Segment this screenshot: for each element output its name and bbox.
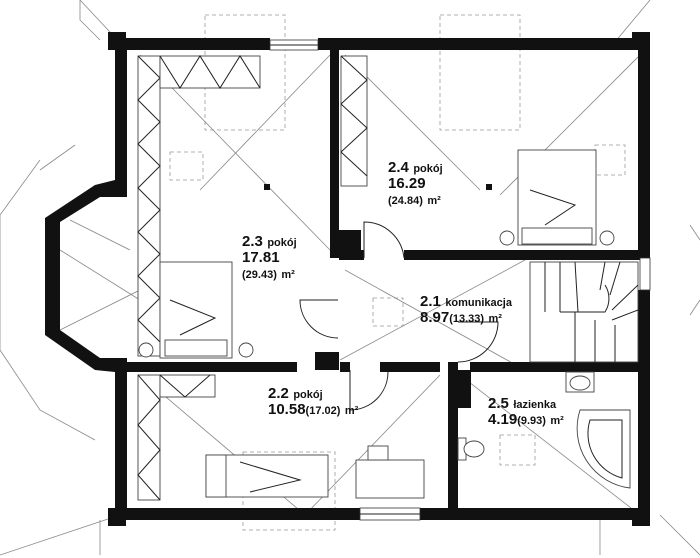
room-area: 8.97 xyxy=(420,309,450,326)
room-label-2-4: 2.4 pokój 16.29 (24.84) m² xyxy=(388,160,443,208)
walls xyxy=(45,32,650,526)
room-id: 2.2 xyxy=(268,385,289,402)
desk xyxy=(355,445,425,499)
doors xyxy=(299,221,499,411)
room-name: pokój xyxy=(293,389,323,401)
room-id: 2.4 xyxy=(388,159,409,176)
room-area: 10.58 xyxy=(268,401,306,418)
beds xyxy=(138,149,615,498)
room-name: łazienka xyxy=(513,399,557,411)
room-name: pokój xyxy=(413,163,443,175)
room-total: (29.43) xyxy=(242,269,277,281)
room-id: 2.5 xyxy=(488,395,509,412)
room-area: 16.29 xyxy=(388,175,426,192)
room-unit: m² xyxy=(488,313,502,325)
room-label-2-1: 2.1 komunikacja 8.97(13.33) m² xyxy=(420,294,512,326)
room-label-2-5: 2.5 łazienka 4.19(9.93) m² xyxy=(488,396,564,428)
windows xyxy=(269,39,651,521)
bathroom-fixtures xyxy=(457,371,631,489)
room-area: 4.19 xyxy=(488,411,518,428)
stairs xyxy=(529,261,639,363)
room-unit: m² xyxy=(550,415,564,427)
room-label-2-2: 2.2 pokój 10.58(17.02) m² xyxy=(268,386,358,418)
room-total: (13.33) xyxy=(449,313,485,325)
room-total: (24.84) xyxy=(388,195,423,207)
room-unit: m² xyxy=(344,405,359,417)
room-name: komunikacja xyxy=(445,297,512,309)
room-id: 2.1 xyxy=(420,293,441,310)
room-id: 2.3 xyxy=(242,233,263,250)
room-label-2-3: 2.3 pokój 17.81 (29.43) m² xyxy=(242,234,297,282)
room-name: pokój xyxy=(267,237,297,249)
wardrobes xyxy=(137,55,368,501)
room-total: (9.93) xyxy=(517,415,546,427)
room-total: (17.02) xyxy=(305,405,341,417)
room-unit: m² xyxy=(427,195,441,207)
room-area: 17.81 xyxy=(242,249,280,266)
room-unit: m² xyxy=(281,269,295,281)
